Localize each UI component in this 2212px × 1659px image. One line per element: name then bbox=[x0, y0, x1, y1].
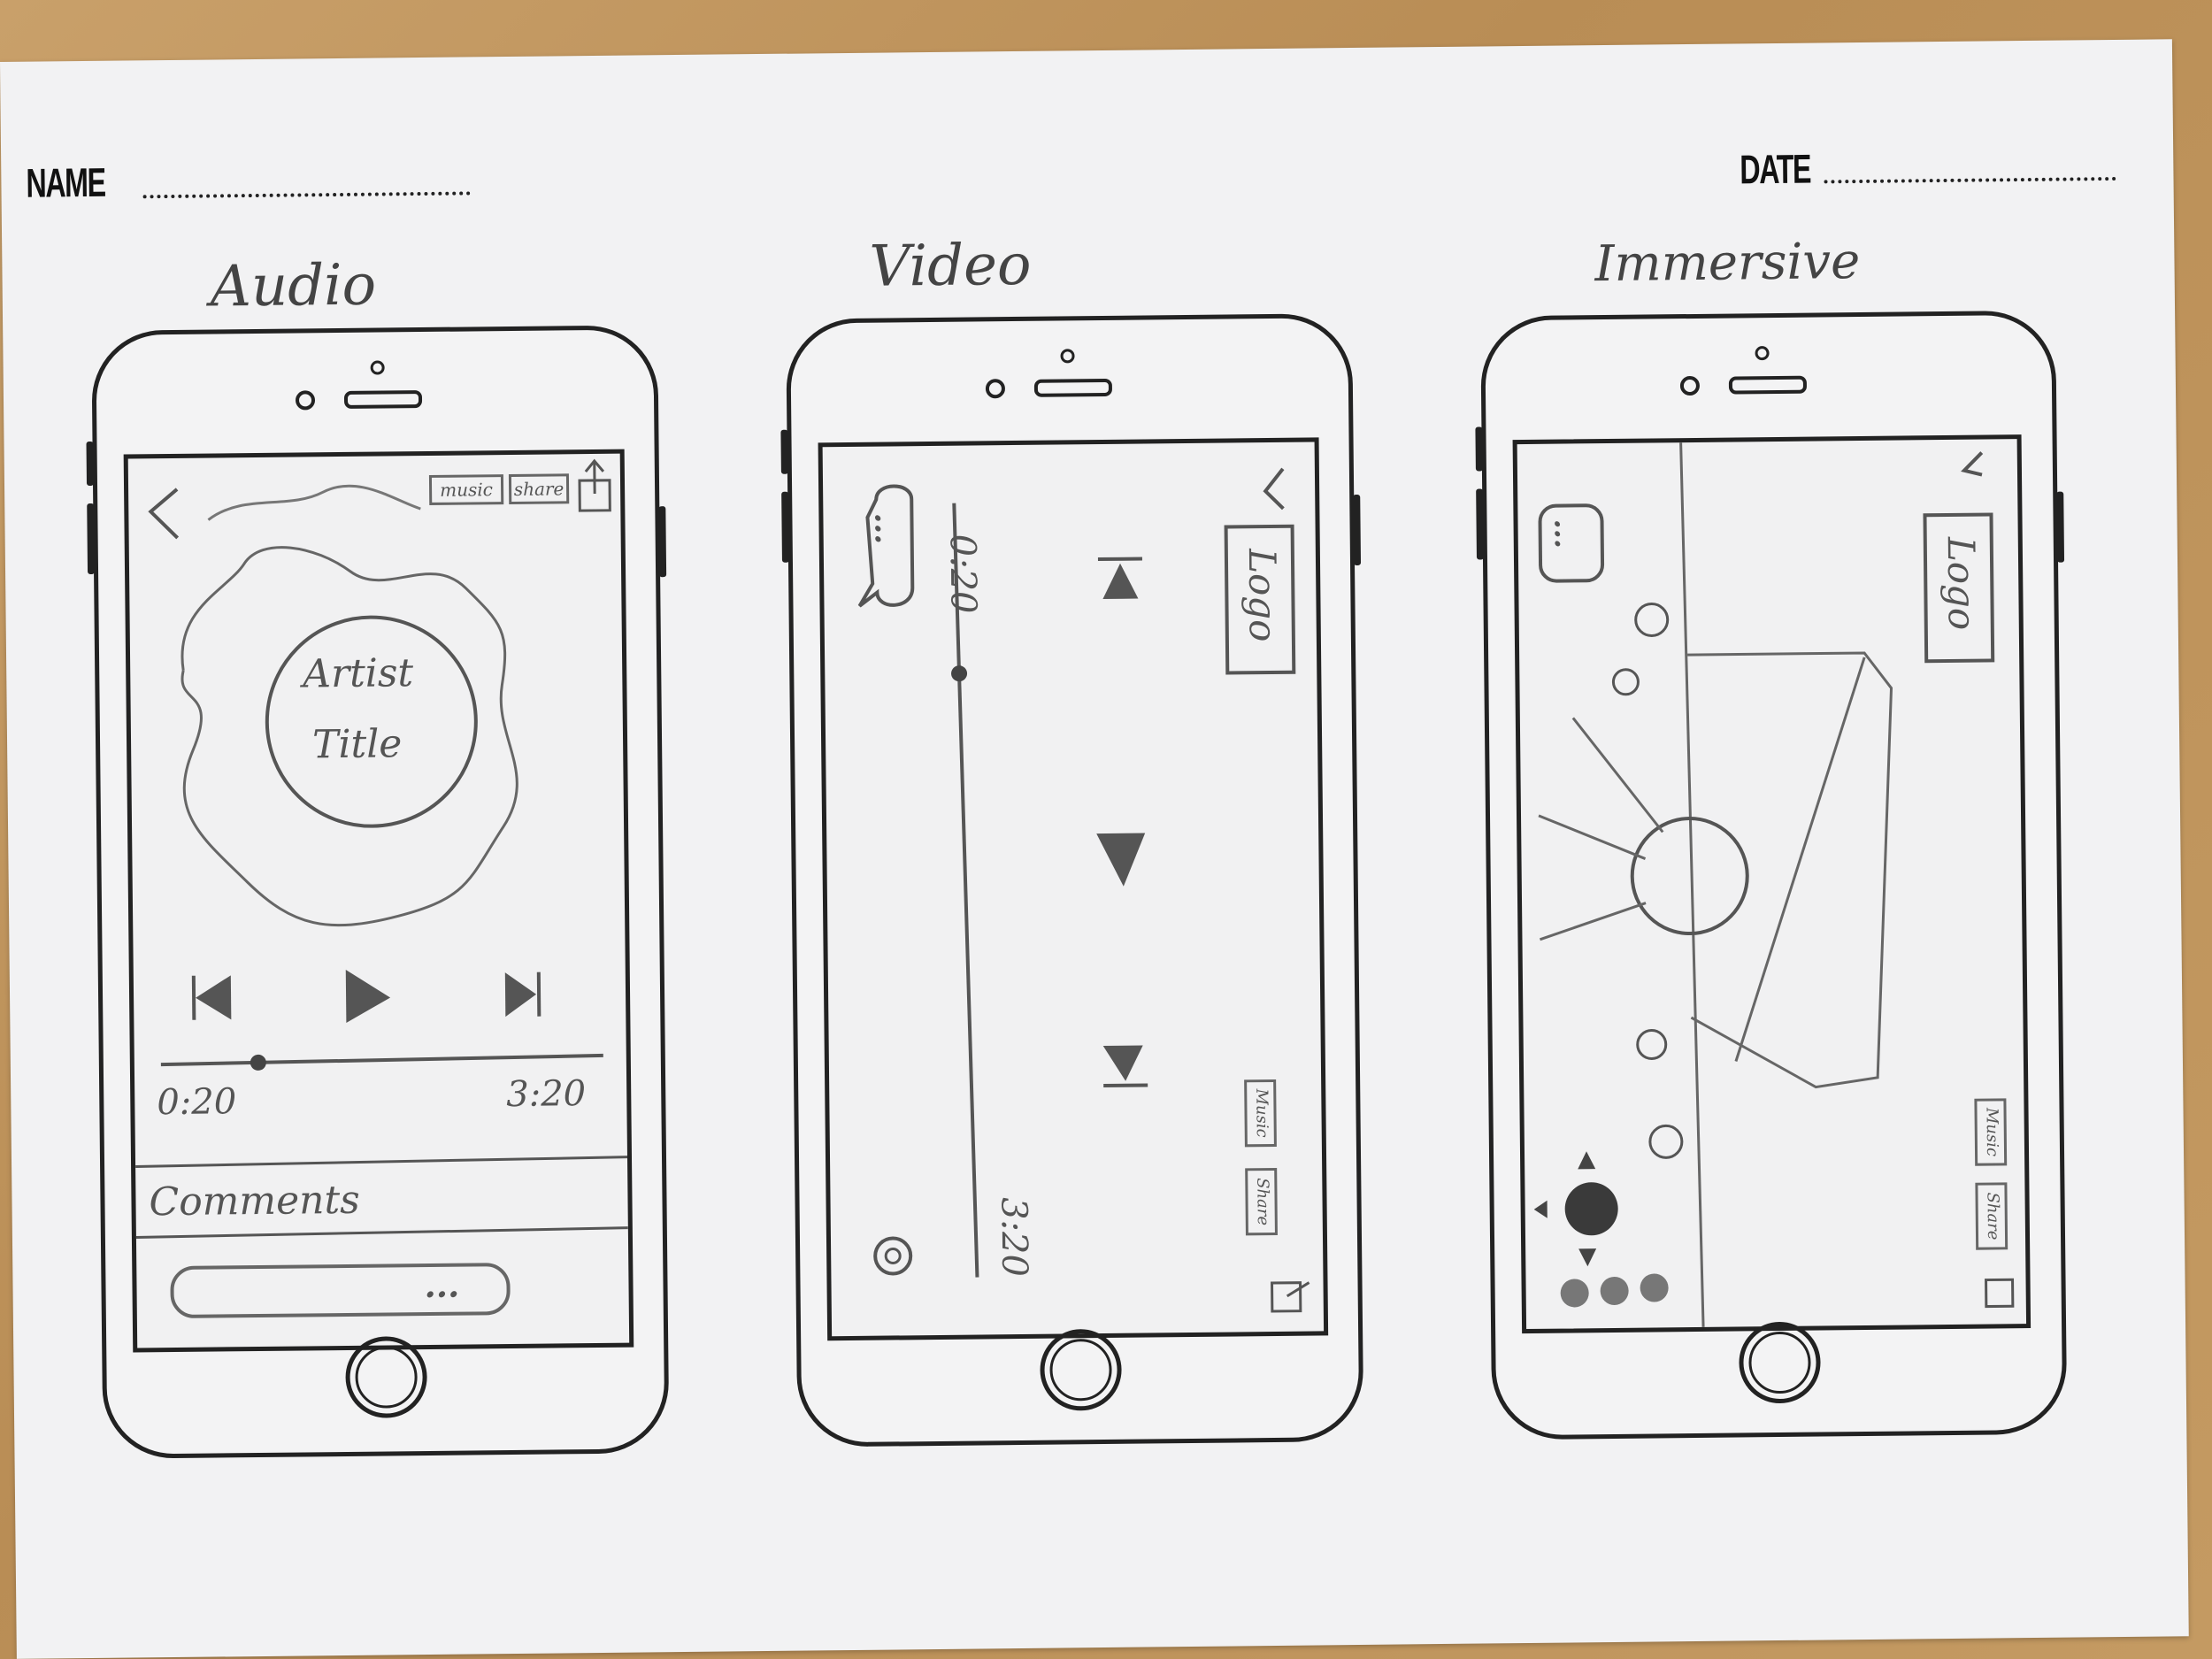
back-icon[interactable] bbox=[1955, 443, 1996, 488]
front-camera bbox=[1679, 375, 1701, 396]
joystick-control[interactable] bbox=[1529, 1146, 1659, 1276]
earpiece-speaker bbox=[343, 390, 423, 409]
comment-more-icon[interactable]: ... bbox=[424, 1264, 460, 1306]
name-label: NAME bbox=[26, 158, 105, 206]
previous-icon bbox=[1102, 563, 1139, 599]
chat-icon[interactable] bbox=[854, 481, 922, 615]
home-button bbox=[1040, 1328, 1123, 1411]
power-button bbox=[658, 506, 667, 578]
immersive-screen: Logo Music Share ... bbox=[1512, 434, 2032, 1334]
action-button-3[interactable] bbox=[1638, 1271, 1670, 1303]
proximity-sensor bbox=[370, 360, 385, 375]
next-button[interactable] bbox=[1099, 1041, 1153, 1094]
share-button[interactable]: share bbox=[508, 473, 570, 505]
time-total: 3:20 bbox=[993, 1196, 1035, 1278]
front-camera bbox=[295, 390, 316, 411]
play-button[interactable] bbox=[1092, 828, 1150, 891]
music-button[interactable]: music bbox=[428, 474, 504, 505]
action-button-1[interactable] bbox=[1558, 1277, 1590, 1309]
mute-switch bbox=[780, 429, 788, 474]
time-total: 3:20 bbox=[506, 1073, 587, 1116]
previous-button[interactable] bbox=[1094, 554, 1148, 608]
play-button[interactable] bbox=[342, 964, 396, 1027]
audio-screen: music share Artist Title 0:20 3:20 Comme… bbox=[123, 449, 634, 1353]
home-button bbox=[1739, 1321, 1821, 1404]
audio-phone-frame: music share Artist Title 0:20 3:20 Comme… bbox=[86, 325, 670, 1459]
video-heading: Video bbox=[869, 232, 1032, 300]
date-line bbox=[1824, 176, 2116, 184]
back-icon[interactable] bbox=[1256, 460, 1297, 518]
volume-button bbox=[87, 503, 96, 574]
paper-sheet: NAME DATE Audio Video Immersive bbox=[0, 39, 2189, 1659]
comments-label: Comments bbox=[149, 1177, 361, 1225]
time-elapsed: 0:20 bbox=[157, 1081, 237, 1124]
back-icon[interactable] bbox=[142, 480, 187, 543]
proximity-sensor bbox=[1755, 346, 1770, 361]
date-label: DATE bbox=[1740, 145, 1811, 193]
proximity-sensor bbox=[1060, 349, 1075, 364]
mute-switch bbox=[1475, 426, 1483, 472]
next-button[interactable] bbox=[496, 968, 546, 1022]
audio-heading: Audio bbox=[210, 252, 377, 320]
immersive-phone-frame: Logo Music Share ... bbox=[1475, 310, 2068, 1440]
volume-button bbox=[1476, 488, 1484, 560]
share-button[interactable]: Share bbox=[1245, 1167, 1278, 1236]
power-button bbox=[2056, 491, 2065, 563]
earpiece-speaker bbox=[1033, 378, 1113, 397]
music-button[interactable]: Music bbox=[1244, 1079, 1277, 1148]
play-icon bbox=[345, 969, 391, 1023]
share-button[interactable]: Share bbox=[1975, 1182, 2008, 1250]
home-button bbox=[345, 1336, 428, 1418]
immersive-heading: Immersive bbox=[1594, 233, 1861, 294]
music-button[interactable]: Music bbox=[1974, 1098, 2008, 1166]
title-text: Title bbox=[311, 721, 403, 768]
gear-icon[interactable] bbox=[871, 1233, 916, 1279]
progress-slider[interactable] bbox=[161, 1042, 603, 1078]
play-icon bbox=[1096, 833, 1146, 887]
chat-icon[interactable] bbox=[1535, 501, 1607, 586]
action-button-2[interactable] bbox=[1598, 1275, 1630, 1307]
artist-text: Artist bbox=[302, 650, 414, 697]
share-icon[interactable] bbox=[1269, 1279, 1309, 1318]
earpiece-speaker bbox=[1728, 375, 1808, 395]
logo: Logo bbox=[1939, 536, 1984, 631]
immersive-stage[interactable] bbox=[1627, 813, 1752, 938]
next-icon bbox=[1102, 1045, 1143, 1081]
video-sketch bbox=[857, 467, 1310, 1313]
name-line bbox=[142, 191, 471, 199]
audio-sketch bbox=[135, 458, 628, 1318]
front-camera bbox=[985, 379, 1006, 399]
video-phone-frame: 0:20 3:20 Logo Music Share ... bbox=[780, 313, 1364, 1448]
immersive-sketch bbox=[1533, 442, 2015, 1327]
video-screen: 0:20 3:20 Logo Music Share ... bbox=[818, 437, 1329, 1341]
next-icon bbox=[504, 972, 537, 1018]
volume-button bbox=[781, 491, 789, 563]
mute-switch bbox=[86, 441, 95, 486]
previous-button[interactable] bbox=[187, 971, 241, 1025]
share-icon[interactable] bbox=[575, 458, 616, 516]
share-icon[interactable] bbox=[1981, 1275, 2016, 1310]
power-button bbox=[1353, 494, 1362, 566]
logo: Logo bbox=[1240, 548, 1285, 642]
previous-icon bbox=[196, 975, 232, 1020]
